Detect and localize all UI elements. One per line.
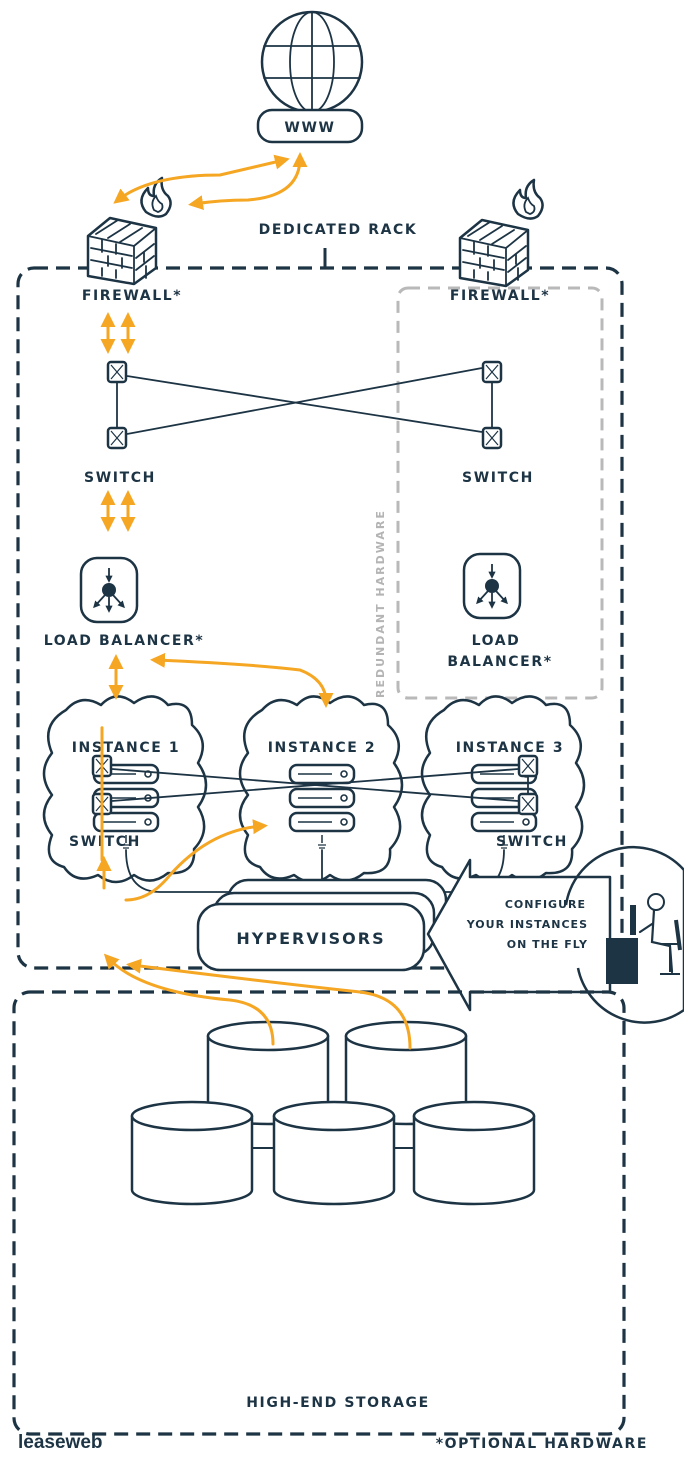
- storage-frame: [12, 990, 626, 1436]
- load-balancer-left-label: LOAD BALANCER*: [44, 633, 205, 649]
- switch-top-crosslinks: [126, 367, 483, 435]
- optional-hardware-note: *OPTIONAL HARDWARE: [436, 1436, 648, 1452]
- firewall-left-label: FIREWALL*: [82, 288, 182, 304]
- dedicated-rack-label: DEDICATED RACK: [259, 222, 418, 238]
- storage-label: HIGH-END STORAGE: [246, 1395, 430, 1411]
- hypervisors-stack: [196, 878, 448, 972]
- instance-1-cloud: [42, 695, 208, 884]
- configure-label-1: CONFIGURE: [505, 898, 586, 911]
- storage-cylinders-icon: [130, 1020, 536, 1206]
- switch-top-right-icon: [481, 360, 503, 450]
- load-balancer-right-label-1: LOAD: [472, 633, 521, 649]
- firewall-right-icon: [458, 178, 544, 288]
- instance-2-label: INSTANCE 2: [268, 740, 376, 756]
- hypervisors-label: HYPERVISORS: [236, 929, 385, 948]
- switch-top-right-label: SWITCH: [462, 470, 534, 486]
- switch-bottom-right-icon: [517, 754, 539, 816]
- instance-1-label: INSTANCE 1: [72, 740, 180, 756]
- www-label: WWW: [284, 120, 335, 136]
- redundant-hardware-frame: [396, 286, 604, 700]
- admin-user-icon: [564, 846, 684, 1024]
- switch-bottom-crosslinks: [111, 768, 519, 802]
- instance-3-label: INSTANCE 3: [456, 740, 564, 756]
- globe-icon: [256, 10, 364, 144]
- configure-label-2: YOUR INSTANCES: [466, 918, 588, 931]
- configure-arrow-icon: [426, 858, 612, 1012]
- instance-3-cloud: [420, 695, 586, 884]
- redundant-hardware-label: REDUNDANT HARDWARE: [374, 509, 387, 698]
- firewall-right-label: FIREWALL*: [450, 288, 550, 304]
- leaseweb-logo: leaseweb: [18, 1432, 103, 1453]
- switch-bottom-right-label: SWITCH: [496, 834, 568, 850]
- switch-top-left-label: SWITCH: [84, 470, 156, 486]
- switch-top-left-icon: [106, 360, 128, 450]
- traffic-arrows: [96, 152, 412, 1050]
- switch-bottom-left-label: SWITCH: [69, 834, 141, 850]
- load-balancer-right-label-2: BALANCER*: [447, 654, 552, 670]
- configure-label-3: ON THE FLY: [507, 938, 588, 951]
- load-balancer-right-icon: [464, 554, 520, 618]
- load-balancer-left-icon: [81, 558, 137, 622]
